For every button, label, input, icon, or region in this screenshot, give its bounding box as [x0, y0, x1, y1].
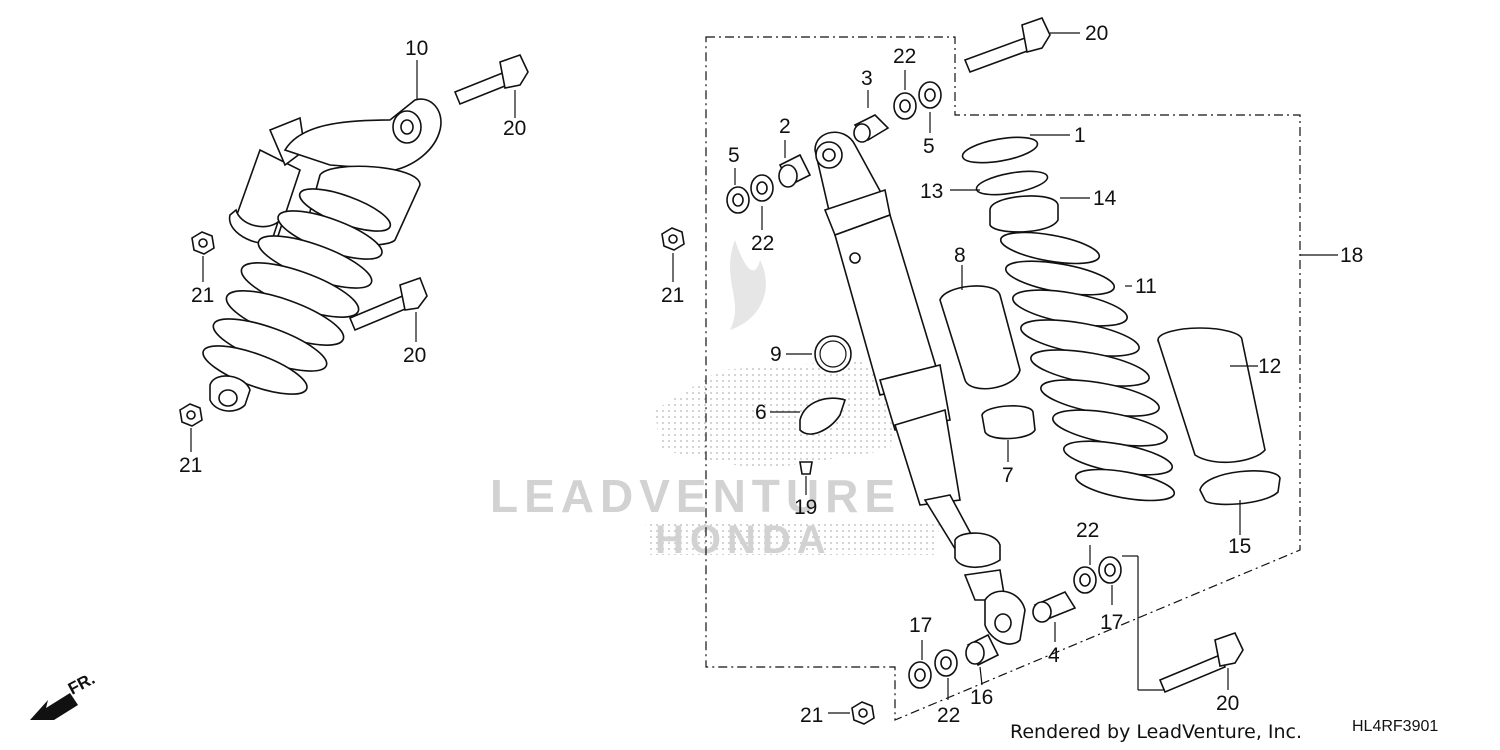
callout-20: 20: [1085, 22, 1108, 45]
callout-8: 8: [954, 244, 966, 267]
spring-cover: [1157, 327, 1266, 464]
callout-20: 20: [403, 344, 426, 367]
callout-1: 1: [1074, 124, 1086, 147]
front-direction-indicator: FR.: [30, 669, 98, 720]
diagram-code: HL4RF3901: [1352, 718, 1438, 735]
watermark: LEADVENTURE HONDA: [490, 240, 940, 562]
callout-21: 21: [191, 284, 214, 307]
lower-hardware: [851, 556, 1122, 725]
upper-hardware: [661, 81, 942, 251]
callout-5: 5: [728, 144, 740, 167]
front-arrow-icon: [30, 693, 78, 720]
callout-21: 21: [179, 454, 202, 477]
lock-nuts: [961, 136, 1059, 233]
callouts: 10 20 20 21 21 20 22 3 5 2 5 22 21 1 13 …: [179, 22, 1363, 727]
nut-lower-left: [179, 403, 203, 427]
bolt-lower-right: [1158, 632, 1244, 694]
callout-10: 10: [405, 37, 428, 60]
callout-22: 22: [937, 704, 960, 727]
stopper-ring: [981, 405, 1036, 440]
callout-16: 16: [970, 686, 993, 709]
callout-3: 3: [861, 67, 873, 90]
callout-22: 22: [751, 232, 774, 255]
bump-cover: [939, 285, 1021, 390]
callout-18: 18: [1340, 244, 1363, 267]
watermark-text-2: HONDA: [655, 518, 832, 562]
callout-5: 5: [923, 135, 935, 158]
watermark-text: LEADVENTURE: [490, 470, 901, 522]
nut-upper-left: [191, 231, 215, 255]
callout-21: 21: [661, 284, 684, 307]
callout-4: 4: [1048, 644, 1060, 667]
render-credit: Rendered by LeadVenture, Inc.: [1010, 721, 1302, 743]
callout-19: 19: [794, 496, 817, 519]
callout-6: 6: [755, 401, 767, 424]
assembly-frame: [705, 36, 1301, 721]
small-screw: [799, 461, 813, 475]
callout-11: 11: [1135, 275, 1157, 298]
damper-body: [814, 131, 1026, 645]
callout-22: 22: [893, 45, 916, 68]
bolt-upper-left: [453, 54, 529, 106]
exploded-spring: [999, 231, 1176, 502]
callout-12: 12: [1258, 355, 1281, 378]
callout-17: 17: [909, 614, 932, 637]
callout-20: 20: [503, 117, 526, 140]
callout-15: 15: [1228, 535, 1251, 558]
callout-13: 13: [920, 180, 943, 203]
callout-20: 20: [1216, 692, 1239, 715]
callout-7: 7: [1002, 464, 1014, 487]
bolt-lower-left: [348, 276, 428, 332]
callout-14: 14: [1093, 187, 1117, 210]
callout-2: 2: [779, 115, 791, 138]
bolt-top-right: [963, 17, 1051, 74]
callout-22: 22: [1076, 519, 1099, 542]
adjuster-knob: [799, 397, 847, 435]
assembled-shock: [202, 98, 442, 412]
callout-17: 17: [1100, 611, 1123, 634]
spring-seat: [1199, 470, 1281, 506]
callout-9: 9: [770, 343, 782, 366]
assembled-spring: [202, 188, 392, 395]
callout-21: 21: [800, 704, 823, 727]
